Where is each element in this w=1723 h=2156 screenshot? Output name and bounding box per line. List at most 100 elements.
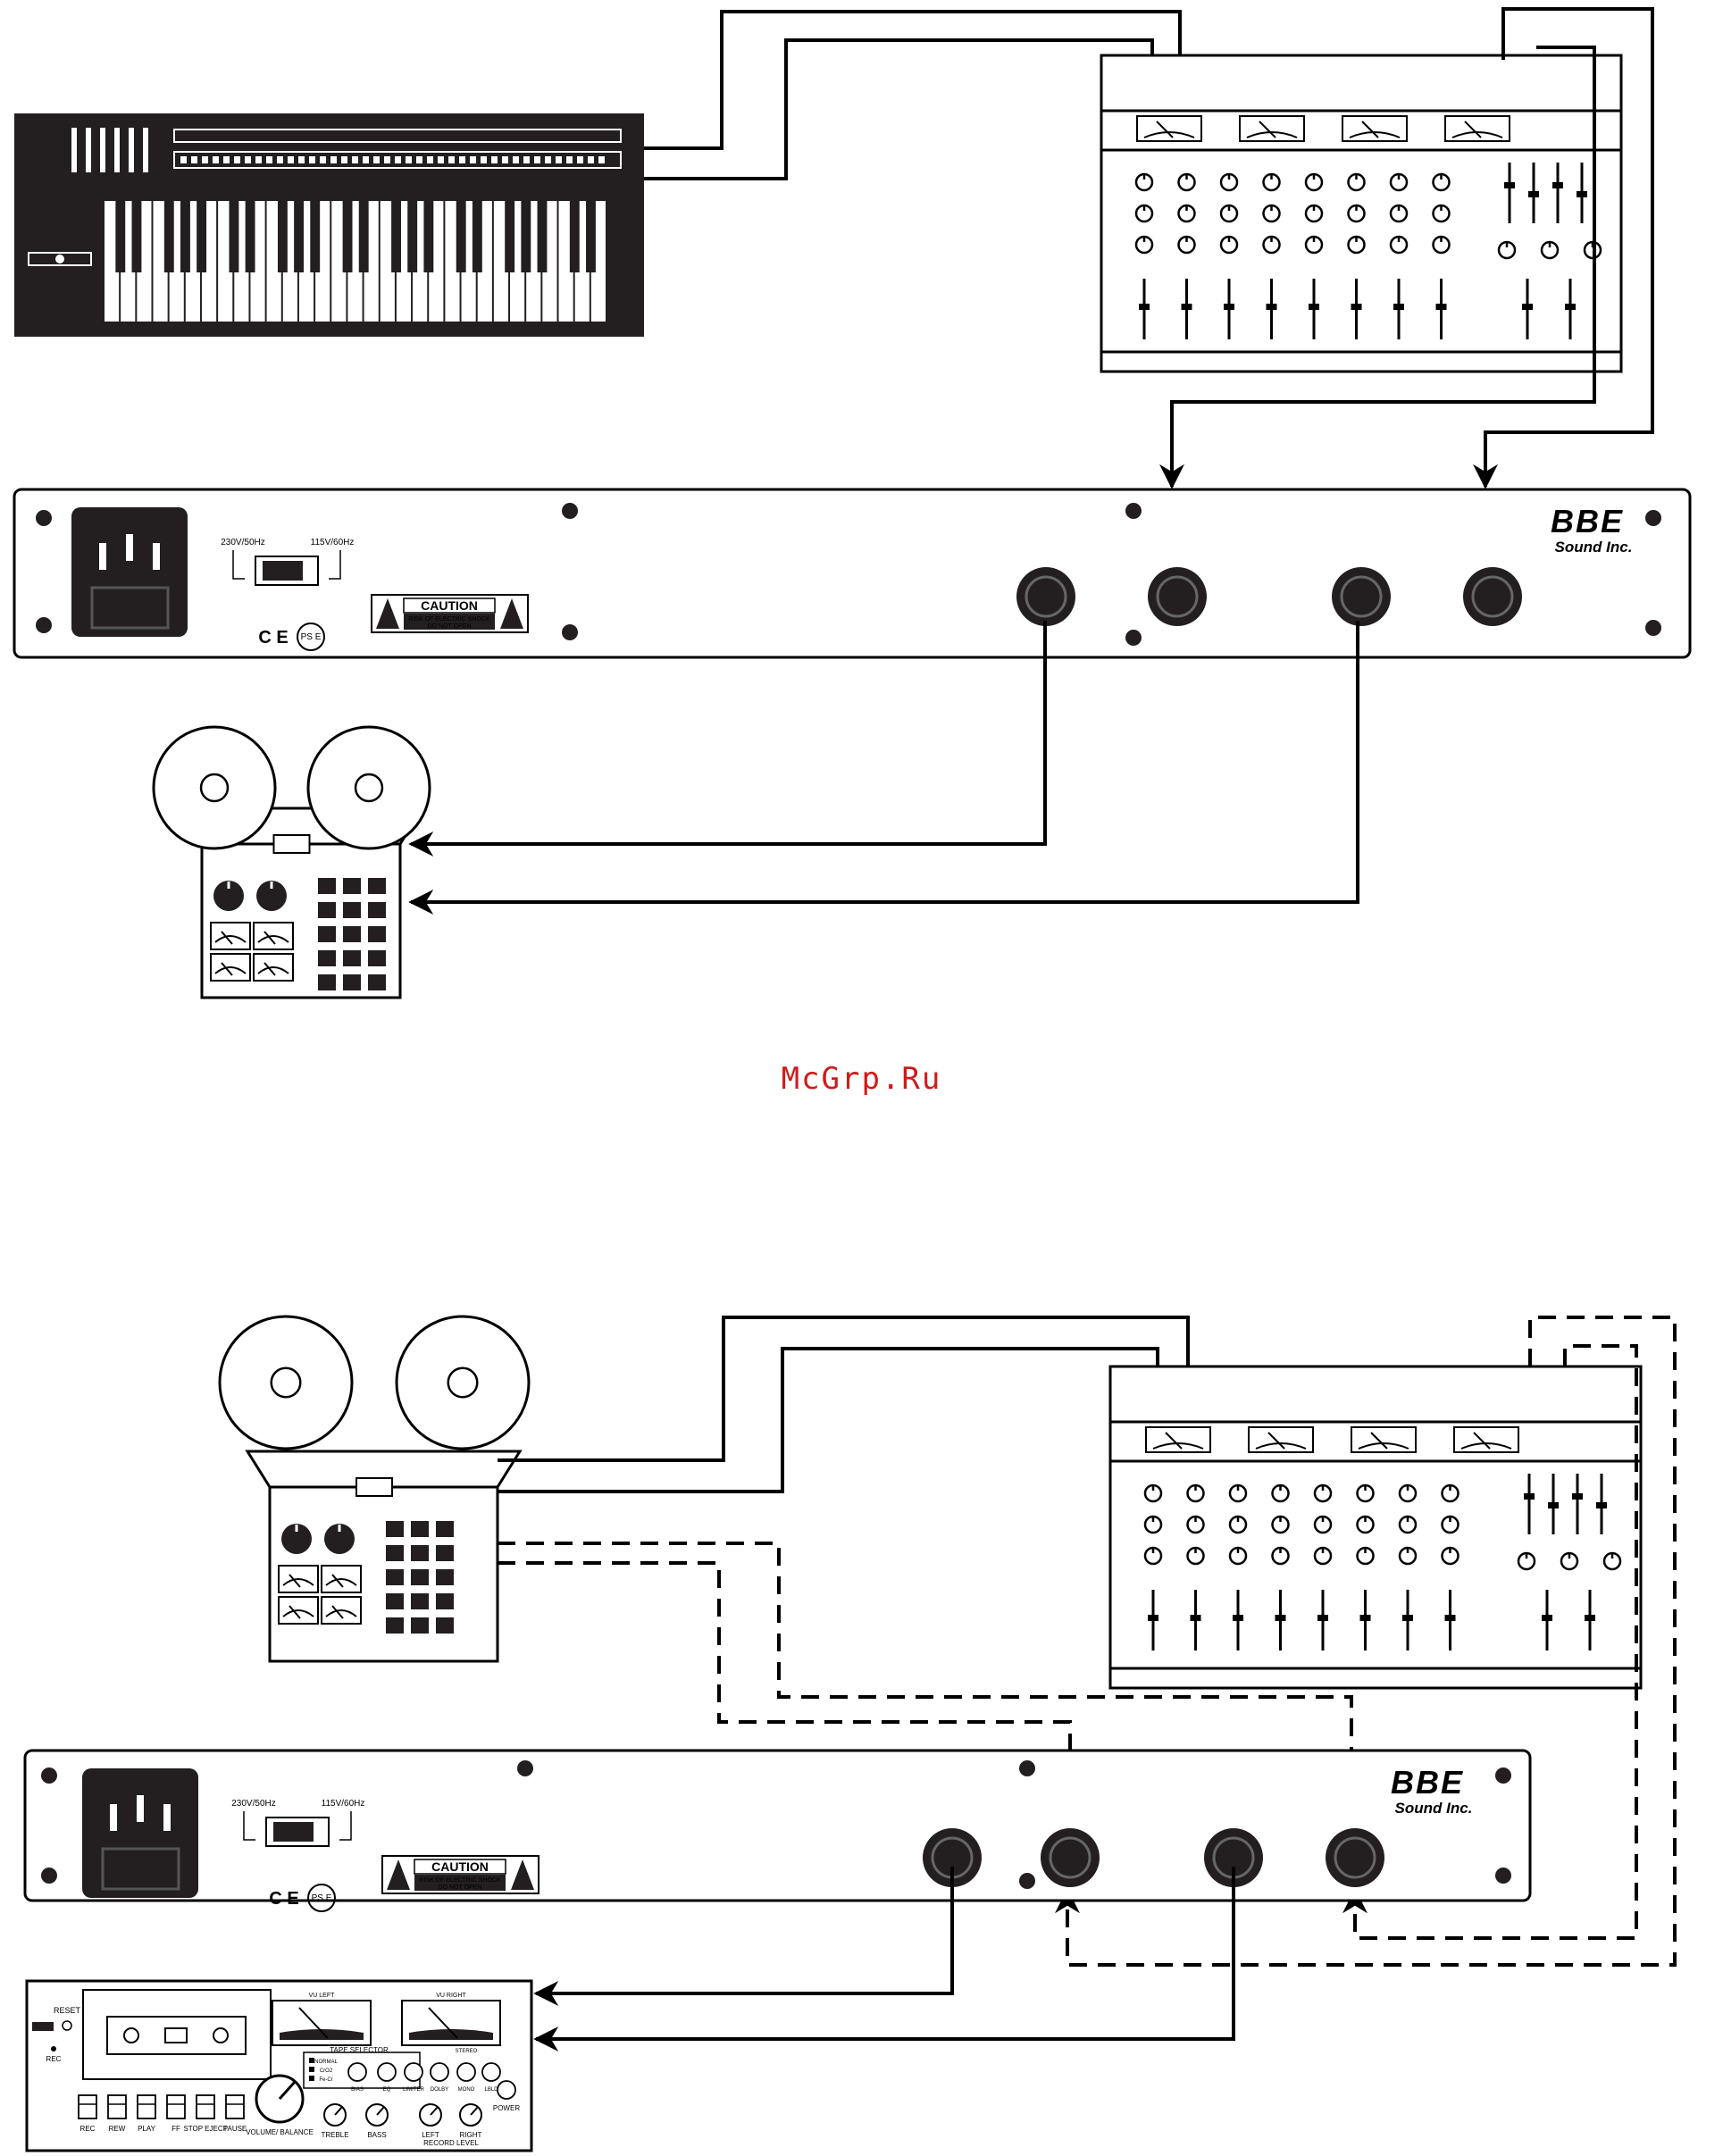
vu-needle: [298, 2007, 329, 2039]
inlet-pin: [153, 543, 160, 570]
rec-indicator-led: [51, 2046, 56, 2052]
ce-mark: C E: [258, 628, 288, 648]
transport-button: [318, 950, 336, 966]
vu-needle: [221, 962, 233, 976]
vu-scale: [280, 2029, 364, 2040]
black-key: [197, 201, 207, 272]
inlet-pin: [137, 1795, 144, 1822]
panel-button: [470, 156, 476, 163]
vu-scale: [1451, 131, 1503, 138]
white-key: [380, 201, 395, 322]
black-key: [537, 201, 548, 272]
transport-button: [166, 2094, 186, 2119]
cassette-hub: [123, 2027, 139, 2043]
transport-button: [343, 974, 361, 990]
panel-button: [191, 156, 197, 163]
mode-button: [377, 2062, 397, 2082]
rack-screw: [41, 1767, 57, 1784]
reel-hub: [354, 773, 384, 803]
vu-needle: [289, 1574, 301, 1588]
fader-cap: [1435, 304, 1447, 310]
black-key: [294, 201, 305, 272]
knob-label: TREBLE: [321, 2131, 348, 2139]
panel-button: [406, 156, 412, 163]
voltage-arrow-icon: [329, 550, 341, 580]
mode-button-label: BIAS: [351, 2087, 364, 2093]
panel-button: [438, 156, 444, 163]
mode-button: [481, 2062, 501, 2082]
black-key: [407, 201, 418, 272]
transport-label: REC: [80, 2125, 96, 2133]
master-fader-cap: [1542, 1615, 1552, 1621]
panel-button: [277, 156, 283, 163]
keyboard-synthesizer: [14, 113, 644, 337]
mode-button-label: LBLD: [484, 2087, 498, 2093]
inlet-pin: [99, 543, 106, 570]
selector-indicator: [309, 2076, 314, 2081]
master-fader-cap: [1596, 1502, 1607, 1508]
transport-label: REW: [109, 2125, 126, 2133]
vu-meter: [278, 1596, 319, 1625]
transport-button: [78, 2094, 97, 2119]
mixer-console-2: [1108, 1365, 1643, 1690]
bbe-logo: BBE: [1391, 1764, 1464, 1801]
knob-pointer: [376, 2106, 385, 2116]
audio-jack-ring: [1334, 1836, 1376, 1879]
black-key: [131, 201, 142, 272]
panel-button: [288, 156, 294, 163]
tape-head: [355, 1477, 393, 1497]
master-fader-cap: [1504, 182, 1515, 188]
caution-line-2: DO NOT OPEN: [439, 1884, 482, 1891]
black-key: [456, 201, 466, 272]
vu-scale: [282, 1609, 314, 1617]
transport-button: [368, 902, 386, 918]
voltage-label-115: 115V/60Hz: [311, 538, 355, 547]
panel-button: [545, 156, 551, 163]
voltage-label-115: 115V/60Hz: [322, 1799, 365, 1809]
vu-scale: [325, 1609, 357, 1617]
watermark-text: McGrp.Ru: [781, 1061, 942, 1097]
vu-scale: [1349, 131, 1401, 138]
master-fader-cap: [1524, 1493, 1535, 1500]
transport-button: [436, 1521, 454, 1537]
tape-head: [272, 834, 311, 854]
shock-warning-icon: [376, 598, 399, 629]
transport-button: [436, 1593, 454, 1609]
vu-needle: [1473, 1432, 1491, 1450]
black-key: [229, 201, 239, 272]
rack-screw: [1019, 1873, 1035, 1889]
knob-label: RIGHT: [460, 2131, 482, 2139]
exclamation-warning-icon: [500, 598, 523, 629]
fader-cap: [1181, 304, 1192, 310]
fader-cap: [1224, 304, 1234, 310]
transport-button: [411, 1593, 429, 1609]
transport-button: [436, 1617, 454, 1634]
voltage-arrow-icon: [232, 550, 245, 580]
caution-title: CAUTION: [431, 1859, 489, 1874]
transport-button: [368, 878, 386, 894]
bbe-logo-subtitle: Sound Inc.: [1555, 539, 1633, 556]
panel-button: [459, 156, 465, 163]
mode-button-label: MONO: [458, 2087, 475, 2093]
panel-button: [502, 156, 508, 163]
selector-indicator: [309, 2067, 314, 2072]
audio-jack-ring: [1340, 575, 1383, 618]
shock-warning-icon: [387, 1859, 410, 1890]
vu-needle: [428, 2007, 458, 2039]
inlet-pin: [110, 1804, 117, 1831]
vu-scale: [1255, 1442, 1307, 1450]
white-key: [558, 201, 573, 322]
panel-button: [577, 156, 583, 163]
selector-indicator: [309, 2058, 314, 2063]
vu-scale: [409, 2029, 493, 2040]
rack-screw: [1019, 1760, 1035, 1776]
black-key: [277, 201, 288, 272]
vu-scale: [214, 966, 247, 974]
master-fader-cap: [1565, 304, 1576, 310]
vu-needle: [1361, 121, 1379, 138]
vu-scale: [214, 935, 247, 943]
panel-button: [481, 156, 487, 163]
transport-button: [368, 974, 386, 990]
